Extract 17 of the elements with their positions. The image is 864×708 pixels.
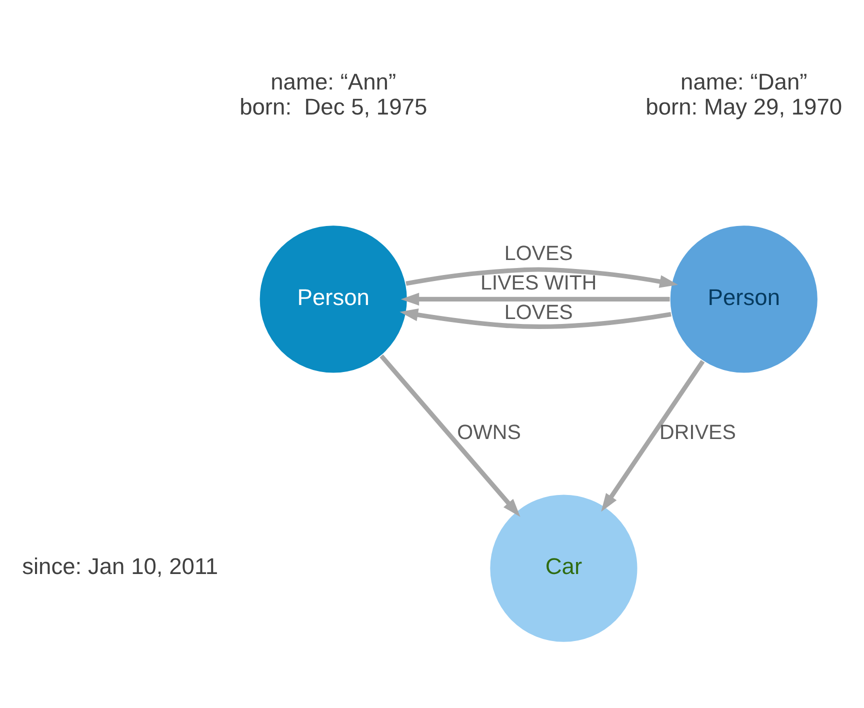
arrow (406, 266, 678, 288)
label: since: Jan 10, 2011 (22, 552, 218, 579)
node-circle: Person (669, 224, 819, 374)
arrow (380, 354, 520, 516)
edge-label: LIVES WITH (480, 270, 597, 294)
node-label: born: May 29, 1970 (646, 92, 842, 119)
node-label: name: “Dan” (680, 68, 808, 94)
edge-label: DRIVES (660, 420, 736, 444)
node-label: born: Dec 5, 1975 (240, 92, 428, 119)
node-circle: Person (258, 224, 408, 374)
edge-label: LOVES (504, 241, 573, 264)
arrow (400, 292, 670, 306)
edge-label: OWNS (457, 420, 521, 444)
edge-label: LOVES (504, 300, 573, 324)
node-label: name: “Ann” (270, 68, 396, 94)
arrow (601, 359, 705, 512)
arrow (400, 308, 672, 328)
